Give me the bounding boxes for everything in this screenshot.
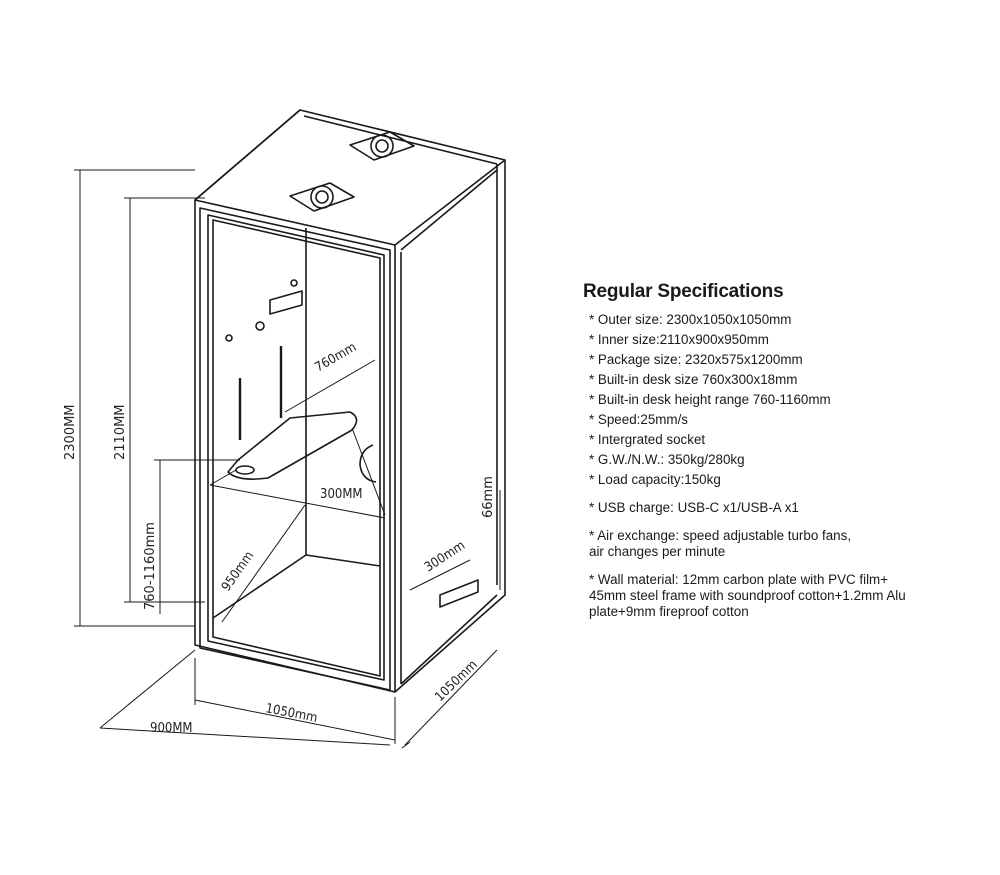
side-vent-icon	[439, 579, 479, 608]
desk-length-label: 760mm	[313, 340, 360, 376]
spec-item: * G.W./N.W.: 350kg/280kg	[589, 452, 745, 467]
vent-width-label: 300mm	[422, 538, 468, 575]
desk-depth-label: 300MM	[320, 487, 363, 502]
specifications-title: Regular Specifications	[583, 281, 784, 302]
booth-outline	[194, 109, 506, 693]
dimension-lines	[74, 169, 501, 749]
spec-item: * Built-in desk size 760x300x18mm	[589, 372, 798, 387]
inner-height-label: 2110MM	[113, 404, 128, 460]
inner-depth-label: 950mm	[219, 549, 257, 595]
roof-fan-rear-icon	[349, 131, 415, 161]
vent-height-label: 66mm	[481, 476, 496, 518]
spec-item: * Inner size:2110x900x950mm	[589, 332, 769, 347]
spec-item: * USB charge: USB-C x1/USB-A x1	[589, 500, 799, 515]
specifications-panel: Regular Specifications * Outer size: 230…	[583, 281, 983, 624]
roof-fan-front-icon	[289, 182, 355, 212]
glass-door-frame	[199, 207, 391, 691]
spec-item: * Speed:25mm/s	[589, 412, 688, 427]
control-panel-icon	[225, 279, 303, 342]
spec-item: * Package size: 2320x575x1200mm	[589, 352, 803, 367]
specifications-list: * Outer size: 2300x1050x1050mm * Inner s…	[583, 312, 983, 620]
interior-back	[212, 228, 381, 619]
desk-height-range-label: 760-1160mm	[143, 522, 158, 610]
spec-item: * Wall material: 12mm carbon plate with …	[589, 572, 906, 619]
outer-width-label: 1050mm	[264, 701, 318, 726]
desk-socket-icon	[235, 465, 255, 475]
outer-height-label: 2300MM	[63, 404, 78, 460]
spec-item: * Built-in desk height range 760-1160mm	[589, 392, 831, 407]
spec-item: * Load capacity:150kg	[589, 472, 721, 487]
outer-depth-label: 1050mm	[432, 658, 480, 705]
desk-surface	[227, 411, 358, 480]
spec-item: * Outer size: 2300x1050x1050mm	[589, 312, 792, 327]
spec-item: * Air exchange: speed adjustable turbo f…	[589, 528, 852, 559]
door-handle-icon	[359, 444, 377, 483]
spec-item: * Intergrated socket	[589, 432, 706, 447]
inner-width-label: 900MM	[150, 721, 193, 736]
desk-rails	[238, 346, 283, 440]
